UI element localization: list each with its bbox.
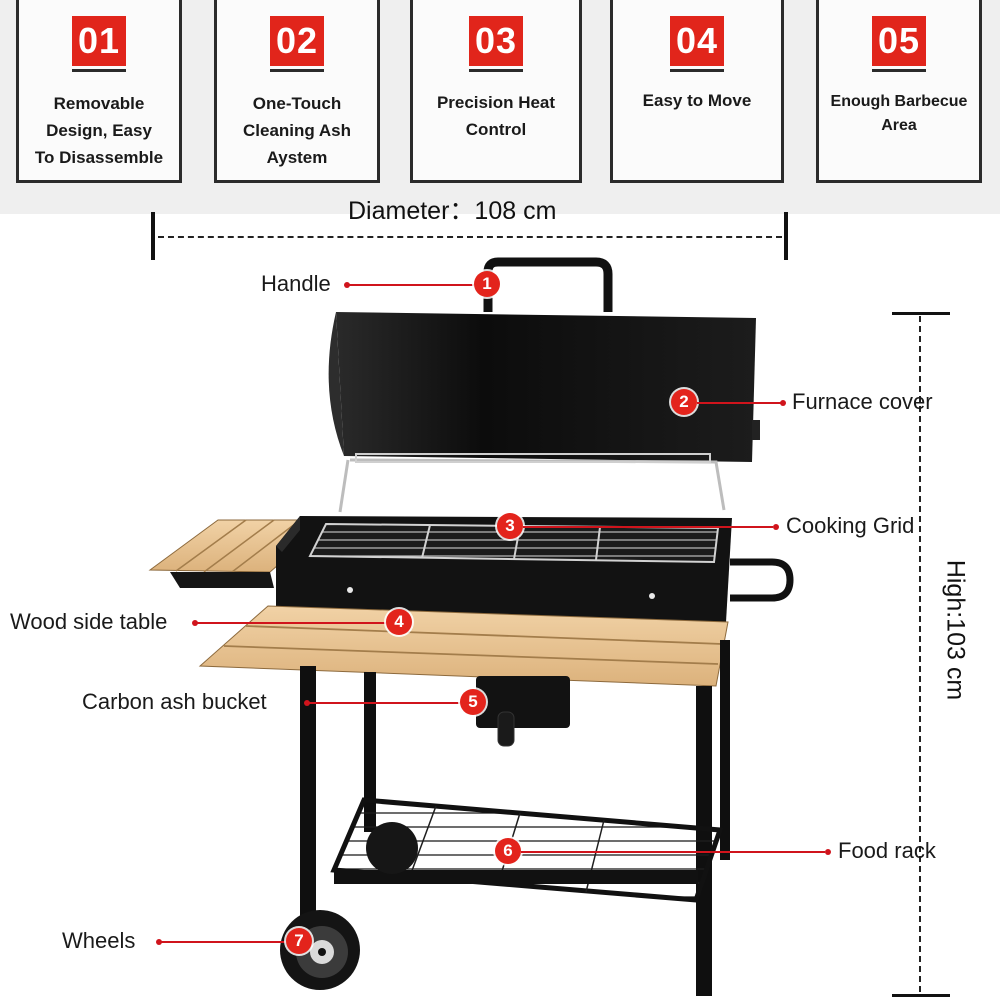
feature-strip: 01 Removable Design, Easy To Disassemble… (0, 0, 1000, 214)
feature-text: Enough Barbecue Area (819, 90, 979, 138)
callout-leader (196, 622, 386, 624)
feature-text: Removable Design, Easy To Disassemble (19, 90, 179, 171)
side-handle (730, 558, 794, 602)
feature-card-5: 05 Enough Barbecue Area (816, 0, 982, 183)
feature-line: Design, Easy (46, 121, 152, 140)
callout-label-wheels: Wheels (62, 928, 136, 953)
callout-marker-5: 5 (460, 689, 486, 715)
feature-line: Aystem (266, 148, 328, 167)
callout-marker-1: 1 (474, 271, 500, 297)
feature-number-badge: 04 (670, 16, 724, 66)
feature-line: To Disassemble (34, 148, 164, 167)
callout-marker-2: 2 (671, 389, 697, 415)
feature-card-3: 03 Precision Heat Control (410, 0, 582, 183)
carbon-ash-bucket (476, 676, 570, 728)
badge-underline (72, 69, 126, 72)
callout-marker-6: 6 (495, 838, 521, 864)
height-dashed-line (919, 316, 921, 992)
diameter-tick-right (784, 212, 788, 260)
callout-marker-3: 3 (497, 513, 523, 539)
height-tick-top (892, 312, 950, 315)
callout-leader (521, 851, 825, 853)
feature-number-badge: 02 (270, 16, 324, 66)
feature-line: Enough Barbecue (830, 93, 968, 110)
callout-dot (344, 282, 350, 288)
diameter-tick-left (151, 212, 155, 260)
callout-dot (192, 620, 198, 626)
feature-line: Cleaning Ash (243, 121, 351, 140)
callout-dot (780, 400, 786, 406)
callout-marker-7: 7 (286, 928, 312, 954)
callout-label-carbon-ash-bucket: Carbon ash bucket (82, 689, 267, 714)
furnace-cover (336, 312, 756, 462)
diameter-label: Diameter：108 cm (348, 197, 557, 225)
feature-line: One-Touch (252, 94, 342, 113)
callout-dot (304, 700, 310, 706)
feature-card-4: 04 Easy to Move (610, 0, 784, 183)
lid-handle (483, 257, 613, 312)
callout-label-cooking-grid: Cooking Grid (786, 513, 915, 538)
callout-leader (523, 526, 773, 528)
badge-underline (872, 69, 926, 72)
callout-label-wood-side-table: Wood side table (10, 609, 168, 634)
diameter-dashed-line (158, 236, 782, 238)
callout-leader (308, 702, 460, 704)
feature-number-badge: 01 (72, 16, 126, 66)
callout-leader (697, 402, 781, 404)
wood-side-table (198, 605, 729, 687)
height-tick-bottom (892, 994, 950, 997)
callout-leader (160, 941, 286, 943)
feature-text: Easy to Move (613, 87, 781, 114)
feature-line: Control (465, 120, 527, 139)
callout-label-food-rack: Food rack (838, 838, 936, 863)
badge-underline (270, 69, 324, 72)
feature-line: Removable (53, 94, 145, 113)
callout-dot (773, 524, 779, 530)
callout-label-handle: Handle (261, 271, 331, 296)
callout-label-furnace-cover: Furnace cover (792, 389, 933, 414)
feature-text: One-Touch Cleaning Ash Aystem (217, 90, 377, 171)
feature-number-badge: 05 (872, 16, 926, 66)
feature-card-2: 02 One-Touch Cleaning Ash Aystem (214, 0, 380, 183)
callout-marker-4: 4 (386, 609, 412, 635)
callout-dot (825, 849, 831, 855)
feature-card-1: 01 Removable Design, Easy To Disassemble (16, 0, 182, 183)
feature-number-badge: 03 (469, 16, 523, 66)
callout-leader (348, 284, 474, 286)
feature-line: Precision Heat (436, 93, 556, 112)
callout-dot (156, 939, 162, 945)
badge-underline (469, 69, 523, 72)
badge-underline (670, 69, 724, 72)
feature-text: Precision Heat Control (413, 89, 579, 143)
feature-line: Easy to Move (642, 91, 752, 110)
feature-line: Area (881, 117, 917, 134)
